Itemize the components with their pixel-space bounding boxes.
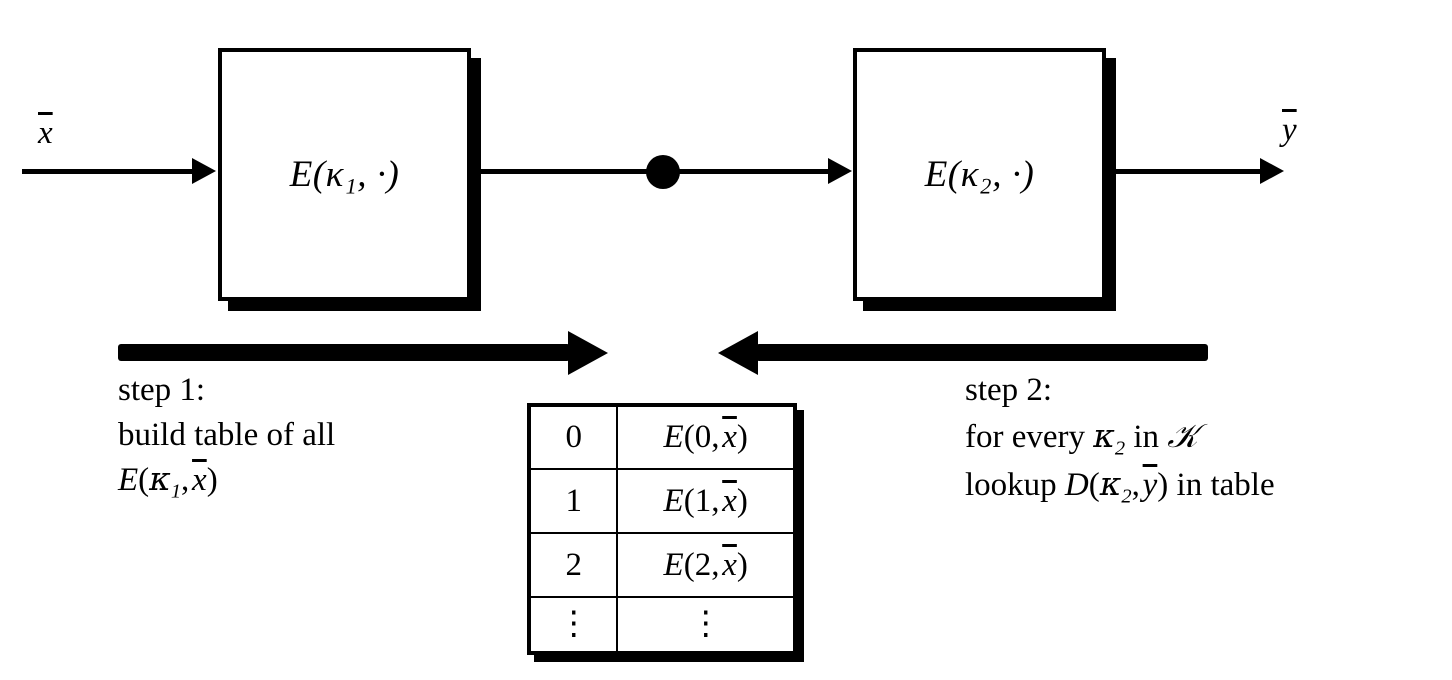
step-1-arrow-shaft (118, 344, 570, 361)
lookup-table[interactable]: 0 E(0, x) 1 E(1, x) 2 E(2, x) ⋮ ⋮ (527, 403, 797, 655)
input-arrowhead-icon (192, 158, 216, 184)
table-cell-value-ellipsis: ⋮ (616, 596, 793, 651)
input-wire (22, 169, 200, 174)
table-cell-key: 0 (531, 407, 619, 471)
table-row[interactable]: 1 E(1, x) (531, 468, 793, 535)
input-label-xbar: x (38, 115, 53, 151)
step-2-arrow-shaft (756, 344, 1208, 361)
step-1-arrowhead-icon (568, 331, 608, 375)
table-cell-value: E(1, x) (616, 468, 793, 535)
step-1-line-1: build table of all (118, 417, 336, 454)
encryption-block-1-label: E(κ₁, ·) (289, 154, 400, 195)
output-label-ybar: y (1282, 112, 1297, 148)
midwire-right (676, 169, 834, 174)
midpoint-junction-dot[interactable] (646, 155, 680, 189)
table-cell-key-ellipsis: ⋮ (531, 596, 619, 651)
midwire-left (471, 169, 661, 174)
encryption-block-1[interactable]: E(κ₁, ·) (218, 48, 471, 301)
output-arrowhead-icon (1260, 158, 1284, 184)
table-cell-value: E(2, x) (616, 532, 793, 598)
step-1-heading: step 1: (118, 372, 206, 408)
step-1-line-2: E(𝜅1, x) (118, 462, 218, 503)
encryption-block-2[interactable]: E(κ₂, ·) (853, 48, 1106, 301)
block2-input-arrowhead-icon (828, 158, 852, 184)
table-cell-key: 1 (531, 468, 619, 535)
step-2-line-1: for every 𝜅2 in 𝒦 (965, 416, 1198, 460)
step-2-caption: step 2: for every 𝜅2 in 𝒦 lookup D(𝜅2, y… (965, 368, 1275, 510)
table-cell-key: 2 (531, 532, 619, 598)
step-2-arrowhead-icon (718, 331, 758, 375)
table-cell-value: E(0, x) (616, 407, 793, 471)
encryption-block-2-label: E(κ₂, ·) (924, 154, 1035, 195)
step-1-caption: step 1: build table of all E(𝜅1, x) (118, 368, 335, 506)
output-wire (1106, 169, 1266, 174)
table-row[interactable]: ⋮ ⋮ (531, 596, 793, 651)
table-row[interactable]: 2 E(2, x) (531, 532, 793, 598)
step-2-line-2: lookup D(𝜅2, y) in table (965, 466, 1275, 508)
table-row[interactable]: 0 E(0, x) (531, 407, 793, 471)
step-2-heading: step 2: (965, 372, 1053, 408)
